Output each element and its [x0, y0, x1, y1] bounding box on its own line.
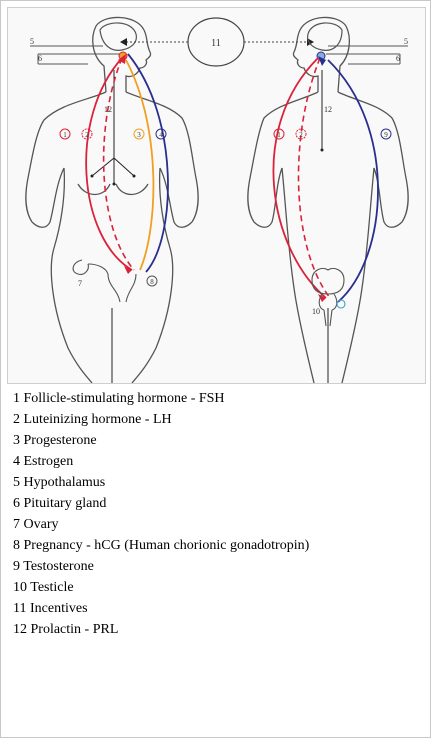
label-pituitary-left: 6: [38, 54, 42, 63]
prolactin-dot-male: [321, 149, 324, 152]
legend-item-10: 10 Testicle: [13, 577, 313, 598]
diagram-svg: 11: [8, 8, 425, 383]
label-estrogen: 4: [159, 131, 163, 139]
legend-item-2: 2 Luteinizing hormone - LH: [13, 409, 313, 430]
label-incentives: 11: [211, 38, 221, 49]
legend-item-7: 7 Ovary: [13, 514, 313, 535]
hormone-diagram: 11: [7, 7, 426, 384]
fsh-arc-female: [86, 58, 132, 270]
label-prolactin-right: 12: [324, 105, 332, 114]
label-hypothalamus-right: 5: [404, 37, 408, 46]
incentive-arrowhead-left: [120, 38, 127, 46]
label-testicle: 10: [312, 307, 320, 316]
label-fsh-female: 1: [63, 131, 67, 139]
testosterone-arc: [328, 60, 378, 302]
legend-item-5: 5 Hypothalamus: [13, 472, 313, 493]
legend-item-6: 6 Pituitary gland: [13, 493, 313, 514]
label-hypothalamus-left: 5: [30, 37, 34, 46]
label-ovary: 7: [78, 279, 82, 288]
lh-arc-female: [104, 58, 134, 270]
male-figure: [248, 17, 408, 383]
female-brain: [100, 23, 136, 50]
label-hcg: 8: [150, 278, 154, 286]
legend: 1 Follicle-stimulating hormone - FSH 2 L…: [13, 388, 313, 640]
prolactin-dot-3: [113, 183, 116, 186]
label-lh-female: 2: [85, 131, 89, 139]
legend-item-1: 1 Follicle-stimulating hormone - FSH: [13, 388, 313, 409]
legend-item-12: 12 Prolactin - PRL: [13, 619, 313, 640]
legend-item-8: 8 Pregnancy - hCG (Human chorionic gonad…: [13, 535, 313, 556]
fsh-arc-male: [273, 58, 326, 298]
legend-item-3: 3 Progesterone: [13, 430, 313, 451]
label-lh-male: 2: [299, 131, 303, 139]
legend-item-4: 4 Estrogen: [13, 451, 313, 472]
label-testosterone: 9: [384, 131, 388, 139]
label-pituitary-right: 6: [396, 54, 400, 63]
legend-item-9: 9 Testosterone: [13, 556, 313, 577]
prolactin-dot-1: [91, 175, 94, 178]
label-progesterone: 3: [137, 131, 141, 139]
prolactin-dot-2: [133, 175, 136, 178]
label-fsh-male: 1: [277, 131, 281, 139]
legend-item-11: 11 Incentives: [13, 598, 313, 619]
